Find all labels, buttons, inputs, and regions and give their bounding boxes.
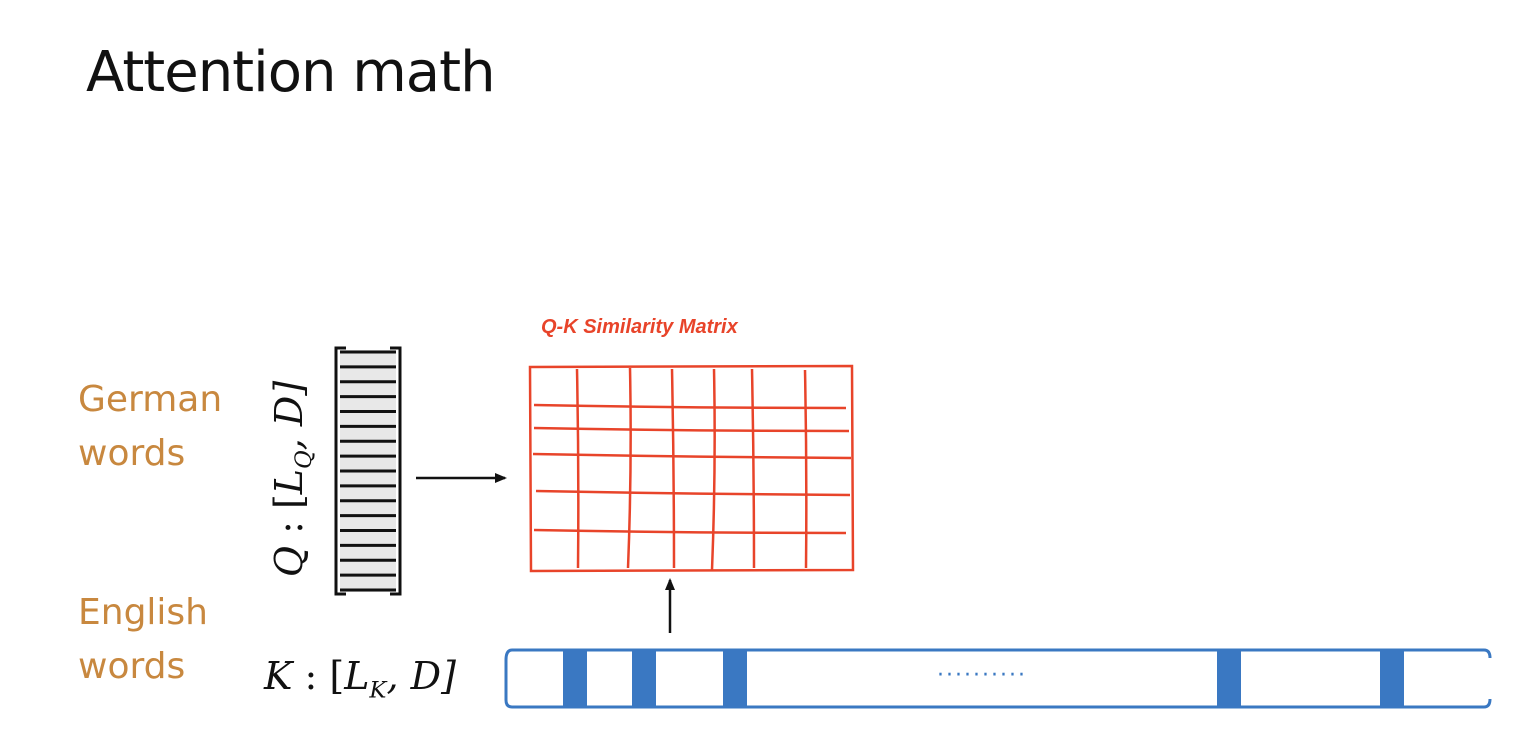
slide-title: Attention math	[86, 40, 496, 105]
key-token-stripe	[1380, 650, 1404, 707]
matrix-border	[528, 364, 855, 573]
key-token-stripe	[563, 650, 587, 707]
query-right-bracket	[390, 346, 402, 596]
key-length-subscript: K	[369, 677, 387, 704]
matrix-column-line	[803, 369, 808, 569]
key-shape-label: K : [LK, D]	[264, 654, 456, 704]
english-label-line-2: words	[78, 646, 186, 687]
matrix-column-line	[626, 367, 632, 569]
key-bar-left-cap	[504, 648, 513, 709]
key-length-symbol: L	[344, 654, 370, 698]
key-token-stripe	[1217, 650, 1241, 707]
key-bar-right-cap-top	[1483, 648, 1492, 659]
key-token-stripe	[632, 650, 656, 707]
matrix-column-line	[670, 368, 676, 569]
key-vector-bar: ··········	[504, 648, 1492, 709]
german-label-line-2: words	[78, 433, 186, 474]
matrix-row-line	[533, 528, 847, 535]
matrix-column-line	[575, 368, 580, 569]
matrix-row-line	[532, 452, 852, 460]
key-dim: , D]	[386, 654, 456, 698]
english-label-line-1: English	[78, 592, 208, 633]
matrix-column-line	[710, 368, 716, 571]
query-vector-stack	[334, 346, 402, 596]
german-words-label: German words	[78, 373, 298, 481]
key-token-stripe	[723, 650, 747, 707]
matrix-row-line	[533, 403, 847, 410]
key-bar-right-cap-bottom	[1483, 698, 1492, 709]
english-words-label: English words	[78, 586, 298, 694]
matrix-column-line	[750, 368, 756, 569]
matrix-row-line	[533, 426, 850, 433]
similarity-matrix-title: Q-K Similarity Matrix	[541, 316, 738, 338]
similarity-matrix	[528, 364, 855, 573]
german-label-line-1: German	[78, 379, 223, 420]
key-bar-ellipsis: ··········	[937, 663, 1027, 688]
key-sep: : [	[292, 654, 345, 698]
query-left-bracket	[334, 346, 346, 596]
key-symbol: K	[264, 654, 293, 698]
query-rows	[340, 350, 396, 592]
matrix-row-line	[535, 489, 851, 497]
